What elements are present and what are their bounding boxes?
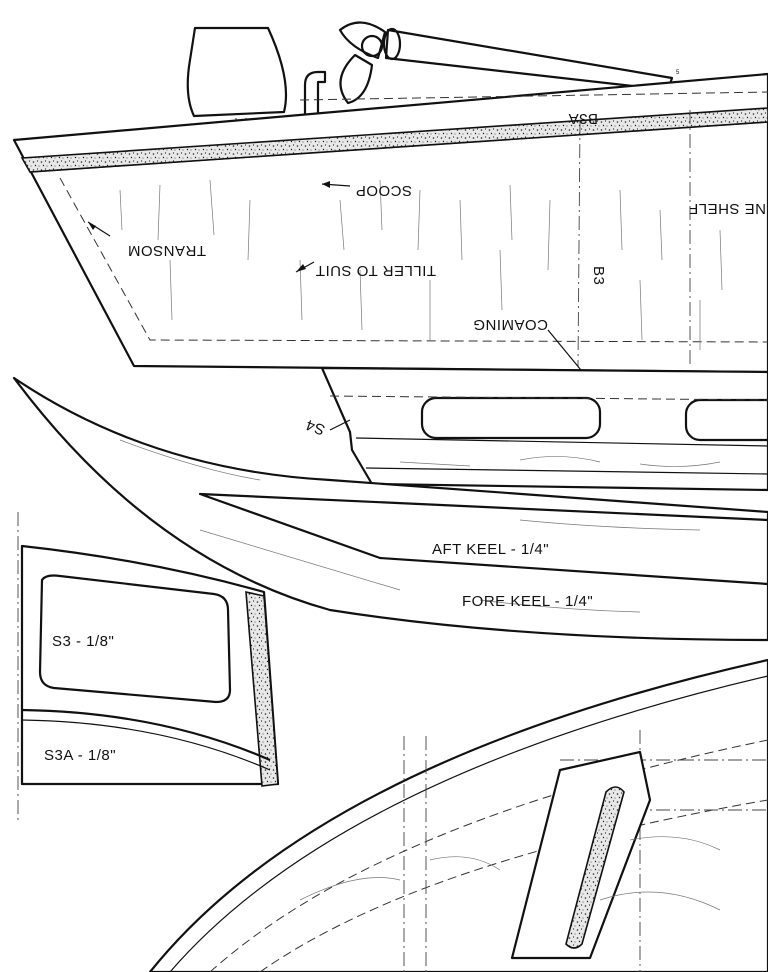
keel-pieces: AFT KEEL - 1/4" FORE KEEL - 1/4" — [12, 376, 768, 642]
label-s4: S4 — [303, 416, 327, 439]
label-transom: TRANSOM — [128, 242, 207, 259]
prop-shaft: 5 — [382, 27, 680, 92]
label-aft-keel: AFT KEEL - 1/4" — [432, 541, 549, 558]
s3-window-opening — [38, 574, 232, 704]
prop-shaft-end — [382, 27, 402, 61]
label-coaming: COAMING — [473, 316, 548, 333]
coaming-strip: S4 — [303, 366, 768, 492]
bow-hidden-2 — [259, 799, 768, 972]
label-s3a: S3A - 1/8" — [44, 747, 116, 764]
side-panels-s3: S3 - 1/8" S3A - 1/8" — [17, 512, 280, 820]
label-s3: S3 - 1/8" — [52, 633, 114, 650]
label-b3a: B3A — [568, 110, 598, 127]
label-tiller: TILLER TO SUIT — [315, 262, 436, 279]
hull-grain — [119, 179, 723, 350]
s3-panel-outline — [20, 544, 280, 786]
deck-hidden-line — [299, 91, 768, 101]
label-b3: B3 — [590, 266, 607, 285]
coaming-outline — [320, 366, 768, 492]
label-scoop: SCOOP — [355, 182, 412, 199]
aft-keel-outline — [198, 492, 768, 586]
coaming-inner-edge — [355, 437, 768, 447]
propeller-hub — [360, 34, 384, 58]
label-shelf: NE SHELF — [689, 200, 766, 217]
bow-hull-panel — [148, 658, 768, 972]
transom-hidden-edge — [59, 177, 768, 343]
s3a-seam — [21, 708, 271, 762]
propeller — [338, 21, 387, 105]
rudder-blade — [186, 26, 288, 118]
frame-line-b3 — [577, 119, 581, 367]
stern-hull-panel: B3A SCOOP TILLER TO SUIT TRANSOM B3 COAM… — [12, 72, 768, 399]
label-fore-keel: FORE KEEL - 1/4" — [462, 593, 593, 610]
propeller-blade-lower — [339, 53, 374, 105]
prop-shaft-tube — [384, 28, 674, 92]
shelf-line — [29, 121, 768, 173]
coaming-port-1 — [420, 396, 602, 440]
gunwale-strip — [20, 107, 768, 173]
centreboard-slot — [565, 786, 625, 949]
s3-edge-strip — [245, 590, 279, 787]
scoop-outline — [303, 70, 327, 120]
tiny-mark: 5 — [676, 70, 680, 76]
